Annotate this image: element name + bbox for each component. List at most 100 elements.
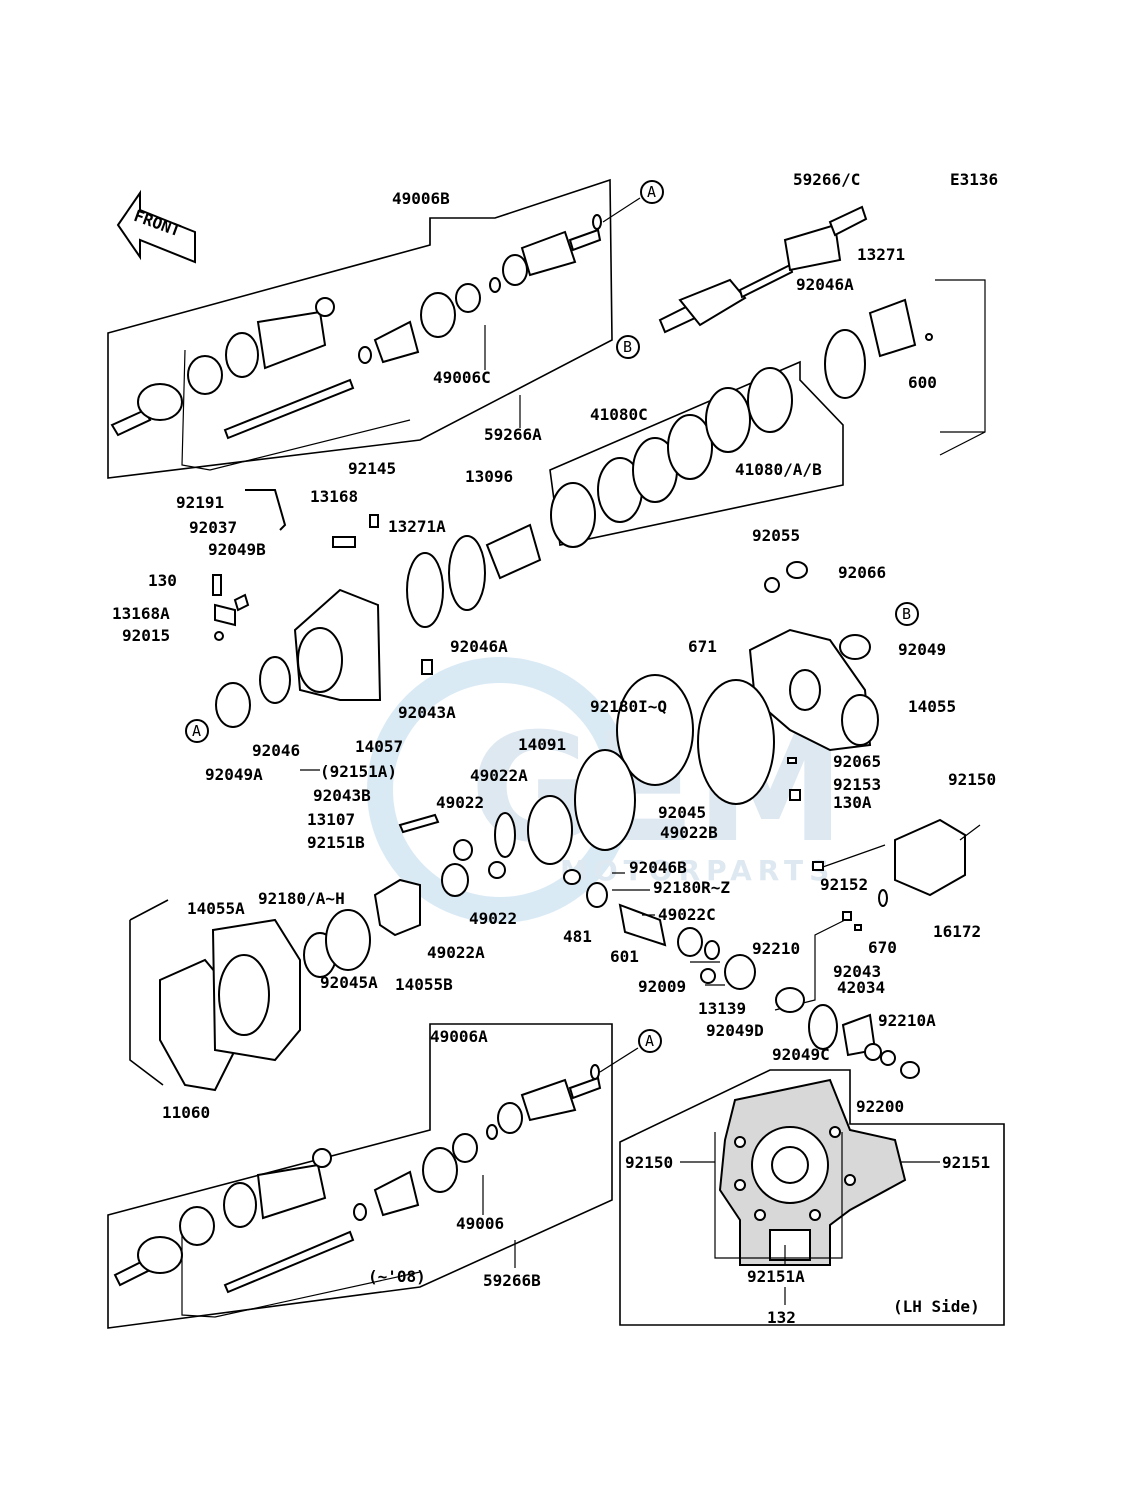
label-92200: 92200 <box>856 1097 904 1116</box>
label-92049: 92049 <box>898 640 946 659</box>
label-13107: 13107 <box>307 810 355 829</box>
watermark-subtitle: MOTORPARTS <box>560 854 835 887</box>
label-92065: 92065 <box>833 752 881 771</box>
label-13271A: 13271A <box>388 517 446 536</box>
label-92151: 92151 <box>942 1153 990 1172</box>
label-13139: 13139 <box>698 999 746 1018</box>
label-92015: 92015 <box>122 626 170 645</box>
label-92191: 92191 <box>176 493 224 512</box>
label-92150-bot: 92150 <box>625 1153 673 1172</box>
label-92210A: 92210A <box>878 1011 936 1030</box>
gear-case-cover-group <box>129 878 421 1092</box>
label-92046: 92046 <box>252 741 300 760</box>
label-92009: 92009 <box>638 977 686 996</box>
pinion-parts <box>775 987 920 1079</box>
label-49006: 49006 <box>456 1214 504 1233</box>
label-600: 600 <box>908 373 937 392</box>
actuator-16172 <box>812 818 981 931</box>
label-49022A-top: 49022A <box>470 766 528 785</box>
label-92152: 92152 <box>820 875 868 894</box>
front-shaft-group-top <box>107 178 641 479</box>
label-92180IQ: 92180I~Q <box>590 697 667 716</box>
label-59266B: 59266B <box>483 1271 541 1290</box>
label-92043: 92043 <box>833 962 881 981</box>
label-13168: 13168 <box>310 487 358 506</box>
label-13096: 13096 <box>465 467 513 486</box>
label-92046A-top: 92046A <box>796 275 854 294</box>
label-92045A: 92045A <box>320 973 378 992</box>
label-49022A-bot: 49022A <box>427 943 485 962</box>
label-49022B: 49022B <box>660 823 718 842</box>
label-92049A: 92049A <box>205 765 263 784</box>
label-42034: 42034 <box>837 978 885 997</box>
label-92046B: 92046B <box>629 858 687 877</box>
differential-gear-set <box>398 674 756 990</box>
label-41080AB: 41080/A/B <box>735 460 822 479</box>
diagram-code: E3136 <box>950 170 998 189</box>
label-13168A: 13168A <box>112 604 170 623</box>
label-08: (~'08) <box>368 1267 426 1286</box>
label-671: 671 <box>688 637 717 656</box>
label-14091: 14091 <box>518 735 566 754</box>
label-49006A: 49006A <box>430 1027 488 1046</box>
callout-b-top: B <box>616 335 640 359</box>
label-130A: 130A <box>833 793 872 812</box>
svg-text:A: A <box>192 722 201 740</box>
svg-text:A: A <box>647 183 656 201</box>
label-132: 132 <box>767 1308 796 1327</box>
label-92151A-paren: (92151A) <box>320 762 397 781</box>
label-92055: 92055 <box>752 526 800 545</box>
callout-b-mid: B <box>895 602 919 626</box>
label-16172: 16172 <box>933 922 981 941</box>
label-92049D: 92049D <box>706 1021 764 1040</box>
label-92180RZ: 92180R~Z <box>653 878 730 897</box>
callout-a-bottom: A <box>638 1029 662 1053</box>
label-49022-b: 49022 <box>469 909 517 928</box>
label-41080C: 41080C <box>590 405 648 424</box>
svg-text:A: A <box>645 1032 654 1050</box>
label-49006C: 49006C <box>433 368 491 387</box>
label-92153: 92153 <box>833 775 881 794</box>
label-92210: 92210 <box>752 939 800 958</box>
label-14055B: 14055B <box>395 975 453 994</box>
lh-side-label: (LH Side) <box>893 1297 980 1316</box>
label-92045: 92045 <box>658 803 706 822</box>
label-11060: 11060 <box>162 1103 210 1122</box>
svg-text:B: B <box>902 605 911 623</box>
front-shaft-group-bottom <box>107 1023 639 1329</box>
label-49006B: 49006B <box>392 189 450 208</box>
label-130: 130 <box>148 571 177 590</box>
label-59266A: 59266A <box>484 425 542 444</box>
clutch-disc-group <box>549 360 844 548</box>
front-direction-arrow: FRONT <box>116 189 196 264</box>
label-92150-top: 92150 <box>948 770 996 789</box>
label-92049C: 92049C <box>772 1045 830 1064</box>
label-601: 601 <box>610 947 639 966</box>
label-92037: 92037 <box>189 518 237 537</box>
callout-a-top: A <box>640 180 664 204</box>
callout-a-mid: A <box>185 719 209 743</box>
label-481: 481 <box>563 927 592 946</box>
label-92046A-mid: 92046A <box>450 637 508 656</box>
label-670: 670 <box>868 938 897 957</box>
lh-side-view-inset <box>619 1069 1005 1326</box>
label-92049B: 92049B <box>208 540 266 559</box>
label-92180AH: 92180/A~H <box>258 889 345 908</box>
label-14055A: 14055A <box>187 899 245 918</box>
svg-text:B: B <box>623 338 632 356</box>
label-92043B: 92043B <box>313 786 371 805</box>
rear-gear-case-housing <box>697 561 879 805</box>
label-49022C: 49022C <box>658 905 716 924</box>
label-49022-a: 49022 <box>436 793 484 812</box>
label-14055: 14055 <box>908 697 956 716</box>
label-92043A: 92043A <box>398 703 456 722</box>
label-92066: 92066 <box>838 563 886 582</box>
label-92151A: 92151A <box>747 1267 805 1286</box>
label-14057: 14057 <box>355 737 403 756</box>
rear-axle-shaft <box>658 205 933 399</box>
label-13271: 13271 <box>857 245 905 264</box>
front-gear-case-housing <box>212 489 542 728</box>
label-59266C: 59266/C <box>793 170 860 189</box>
